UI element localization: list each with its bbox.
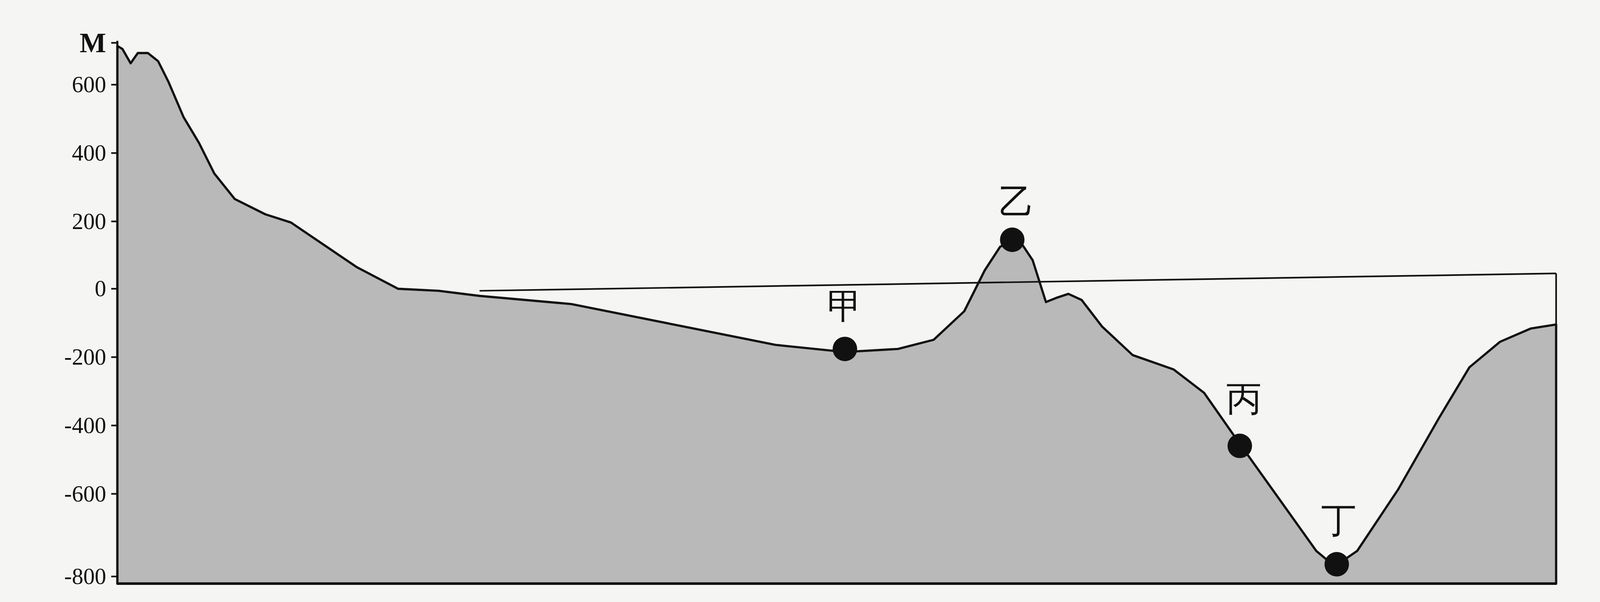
- y-axis: [116, 40, 119, 584]
- terrain-fill: [117, 46, 1557, 584]
- axis-value: 600: [72, 73, 107, 97]
- point-label: 甲: [827, 288, 863, 325]
- point-dots: [832, 227, 1349, 577]
- axis-ticks: [111, 43, 118, 577]
- point-label: 丙: [1226, 381, 1262, 417]
- axis-unit: M: [79, 28, 106, 58]
- axis-value: -600: [64, 482, 106, 506]
- point-label: 乙: [998, 184, 1035, 220]
- x-axis: [117, 582, 1557, 586]
- sea-level-line: [479, 273, 1557, 292]
- axis-value: -400: [64, 414, 106, 438]
- point-label: 丁: [1321, 503, 1357, 539]
- axis-value: 200: [72, 210, 107, 234]
- axis-value: -200: [64, 345, 106, 369]
- axis-value: -800: [64, 565, 106, 589]
- axis-value: 0: [94, 277, 107, 301]
- frame-right: [1555, 273, 1557, 325]
- axis-value: 400: [72, 141, 107, 165]
